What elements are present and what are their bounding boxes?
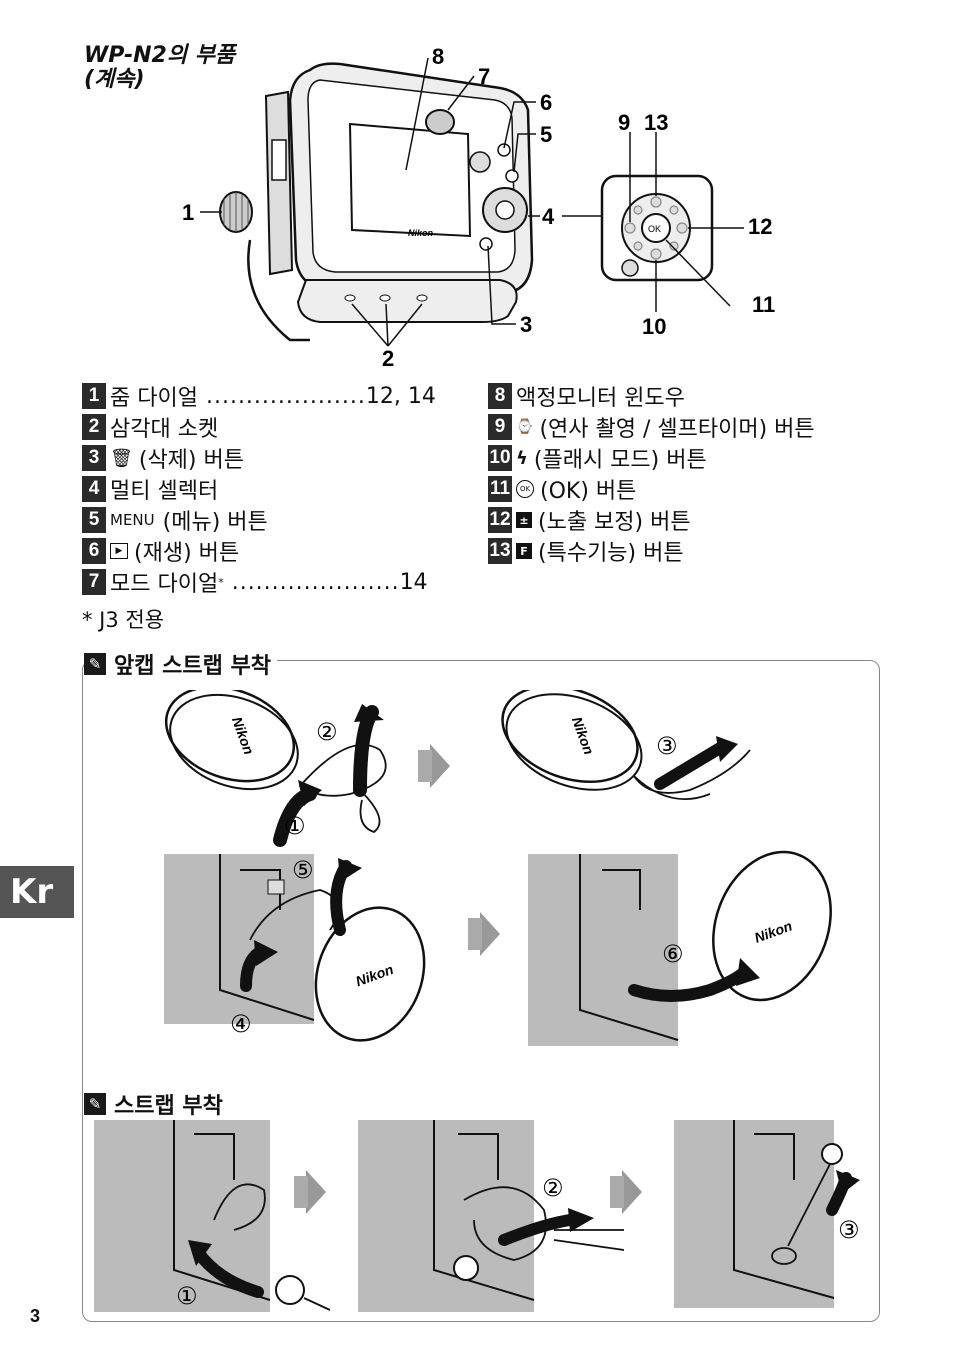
part-row-8: 8 액정모니터 윈도우 (488, 382, 685, 411)
callout-5: 5 (540, 122, 552, 147)
part-row-9: 9 ⌚ (연사 촬영 / 셀프타이머) 버튼 (488, 413, 815, 442)
callout-12: 12 (748, 214, 772, 239)
playback-icon: ▶ (110, 543, 128, 559)
callout-8: 8 (432, 44, 444, 69)
next-arrow-3 (306, 1170, 326, 1214)
part-label-4: 멀티 셀렉터 (110, 479, 219, 504)
next-arrow-4 (622, 1170, 642, 1214)
page-number: 3 (30, 1306, 41, 1326)
step-1-marker: ① (284, 812, 306, 840)
note-lens-cap-strap-title: 앞캡 스트랩 부착 (114, 654, 271, 679)
part-dots-7: ..................... (231, 569, 400, 595)
part-row-5: 5 MENU (메뉴) 버튼 (82, 506, 268, 535)
ok-label: OK (648, 224, 661, 234)
note-lens-cap-strap: ✎ 앞캡 스트랩 부착 (84, 648, 277, 680)
continuous-self-timer-icon: ⌚ (516, 419, 534, 435)
part-label-12: (노출 보정) 버튼 (538, 510, 691, 535)
part-number-4: 4 (82, 476, 106, 502)
part-number-9: 9 (488, 414, 512, 440)
menu-icon: MENU (110, 511, 155, 529)
next-arrow-1 (430, 744, 450, 788)
strap-attach-illustration: ① ② ③ (94, 1120, 860, 1312)
callout-11: 11 (752, 292, 775, 317)
part-label-1: 줌 다이얼 (110, 386, 198, 411)
part-row-4: 4 멀티 셀렉터 (82, 475, 219, 504)
callout-6: 6 (540, 90, 552, 115)
part-row-13: 13 F (특수기능) 버튼 (488, 537, 684, 566)
ok-icon: OK (516, 480, 534, 498)
part-label-5: (메뉴) 버튼 (162, 510, 268, 535)
flash-icon: ϟ (516, 447, 528, 469)
brand-label: Nikon (408, 228, 434, 238)
section-title: WP-N2의 부품 (계속) (84, 44, 235, 92)
mode-dial (425, 109, 455, 135)
part-row-7: 7 모드 다이얼 * ..................... 14 (82, 568, 428, 597)
lens-cap-strap-illustration: Nikon ① ② Nikon ③ Nikon ④ ⑤ Nikon ⑥ (164, 690, 832, 1046)
part-label-10: (플래시 모드) 버튼 (533, 448, 707, 473)
part-label-7: 모드 다이얼 (110, 572, 219, 597)
notes-frame (82, 660, 880, 1322)
step-3-marker: ③ (656, 732, 678, 760)
footnote: * J3 전용 (82, 608, 165, 632)
part-number-3: 3 (82, 445, 106, 471)
callout-4: 4 (542, 204, 555, 229)
callout-3: 3 (520, 312, 532, 337)
part-label-3: (삭제) 버튼 (138, 448, 244, 473)
part-row-10: 10 ϟ (플래시 모드) 버튼 (488, 444, 707, 473)
part-number-1: 1 (82, 383, 106, 409)
part-number-13: 13 (488, 538, 512, 564)
part-label-2: 삼각대 소켓 (110, 417, 219, 442)
part-row-11: 11 OK (OK) 버튼 (488, 475, 637, 504)
part-label-6: (재생) 버튼 (134, 541, 240, 566)
exposure-compensation-icon: ± (516, 512, 532, 528)
part-number-6: 6 (82, 538, 106, 564)
part-number-10: 10 (488, 445, 512, 471)
part-row-1: 1 줌 다이얼 .................... 12, 14 (82, 382, 436, 411)
step-4-marker: ④ (230, 1010, 252, 1038)
footnote-marker: * (218, 575, 224, 589)
part-row-6: 6 ▶ (재생) 버튼 (82, 537, 240, 566)
step-2-marker: ② (316, 718, 338, 746)
callout-7: 7 (478, 64, 490, 89)
step-5-marker: ⑤ (292, 856, 314, 884)
part-page-ref-1[interactable]: 12, 14 (365, 383, 436, 409)
part-number-5: 5 (82, 507, 106, 533)
note-strap: ✎ 스트랩 부착 (84, 1088, 229, 1120)
note-strap-title: 스트랩 부착 (114, 1094, 223, 1119)
strap-step-3-marker: ③ (838, 1216, 860, 1244)
part-row-12: 12 ± (노출 보정) 버튼 (488, 506, 691, 535)
strap-step-2-marker: ② (542, 1174, 564, 1202)
strap-step-1-marker: ① (176, 1282, 198, 1310)
part-number-11: 11 (488, 476, 512, 502)
part-dots-1: .................... (205, 383, 366, 409)
callout-2: 2 (382, 346, 394, 370)
section-title-line1: WP-N2의 부품 (84, 43, 236, 68)
part-label-11: (OK) 버튼 (540, 479, 637, 504)
callout-10: 10 (642, 314, 666, 339)
trash-icon: 🗑 (110, 447, 133, 469)
part-row-2: 2 삼각대 소켓 (82, 413, 219, 442)
section-title-line2: (계속) (84, 67, 145, 92)
pencil-note-icon: ✎ (84, 1093, 106, 1115)
pencil-note-icon: ✎ (84, 653, 106, 675)
callout-9: 9 (618, 110, 630, 135)
part-row-3: 3 🗑 (삭제) 버튼 (82, 444, 244, 473)
step-6-marker: ⑥ (662, 940, 684, 968)
callout-1: 1 (182, 200, 194, 225)
part-number-12: 12 (488, 507, 512, 533)
part-label-8: 액정모니터 윈도우 (516, 386, 685, 411)
lcd-window (348, 122, 472, 238)
part-number-2: 2 (82, 414, 106, 440)
part-label-13: (특수기능) 버튼 (538, 541, 684, 566)
part-number-8: 8 (488, 383, 512, 409)
callout-13: 13 (644, 110, 668, 135)
language-tab: Kr (0, 866, 74, 918)
part-label-9: (연사 촬영 / 셀프타이머) 버튼 (539, 417, 815, 442)
feature-f-icon: F (516, 543, 532, 559)
part-number-7: 7 (82, 569, 106, 595)
part-page-ref-7[interactable]: 14 (399, 569, 428, 595)
camera-housing-diagram: Nikon 1 8 7 6 5 4 3 2 OK (182, 44, 775, 370)
next-arrow-2 (480, 912, 500, 956)
